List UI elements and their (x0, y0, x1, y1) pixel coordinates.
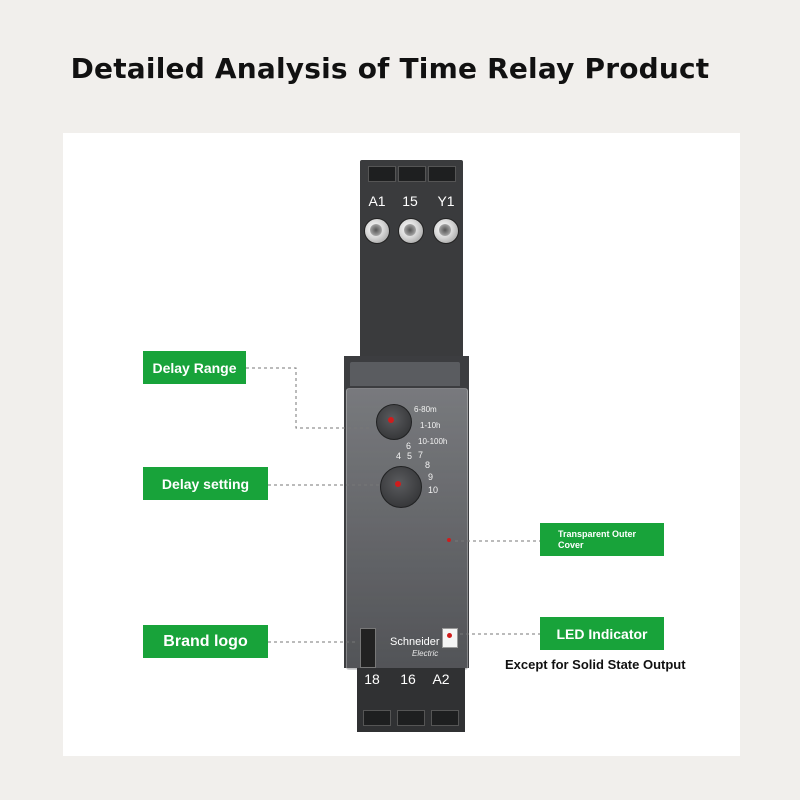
terminal-label-15: 15 (402, 193, 418, 209)
delay-setting-knob[interactable] (380, 466, 422, 508)
cover-latch[interactable] (360, 628, 376, 668)
callout-transparent-cover: Transparent Outer Cover (540, 523, 664, 556)
terminal-label-a2: A2 (432, 671, 450, 687)
callout-brand-logo: Brand logo (143, 625, 268, 658)
scale-mark: 6 (406, 441, 412, 451)
brand-logo-sub: Electric (412, 649, 439, 658)
scale-mark: 8 (425, 460, 431, 470)
range-option: 6-80m (414, 405, 437, 414)
terminal-label-18: 18 (364, 671, 380, 687)
callout-led-indicator: LED Indicator (540, 617, 664, 650)
callout-delay-range: Delay Range (143, 351, 246, 384)
terminal-label-y1: Y1 (437, 193, 455, 209)
scale-mark: 9 (428, 472, 434, 482)
transparent-cover (346, 388, 468, 670)
terminal-screw-icon (364, 218, 390, 244)
terminal-slot (368, 166, 396, 182)
cover-marker (447, 538, 451, 542)
terminal-slot (431, 710, 459, 726)
callout-delay-setting: Delay setting (143, 467, 268, 500)
range-option: 10-100h (418, 437, 448, 446)
delay-range-knob[interactable] (376, 404, 412, 440)
range-option: 1-10h (420, 421, 441, 430)
terminal-slot (363, 710, 391, 726)
terminal-slot (428, 166, 456, 182)
solid-state-note: Except for Solid State Output (505, 657, 686, 672)
terminal-label-a1: A1 (368, 193, 386, 209)
terminal-screw-icon (433, 218, 459, 244)
terminal-screw-icon (398, 218, 424, 244)
terminal-slot (397, 710, 425, 726)
range-pointer-icon (388, 417, 394, 423)
terminal-label-16: 16 (400, 671, 416, 687)
led-indicator-icon (442, 628, 458, 648)
setting-pointer-icon (395, 481, 401, 487)
relay-top-housing (360, 160, 463, 360)
scale-mark: 4 (396, 451, 402, 461)
terminal-slot (398, 166, 426, 182)
brand-logo: Schneider (390, 636, 440, 648)
relay-bottom-housing (357, 668, 465, 732)
page-title: Detailed Analysis of Time Relay Product (70, 52, 710, 85)
scale-mark: 5 (407, 451, 413, 461)
scale-mark: 7 (418, 450, 424, 460)
cover-hinge (350, 362, 460, 386)
scale-mark: 10 (428, 485, 439, 495)
